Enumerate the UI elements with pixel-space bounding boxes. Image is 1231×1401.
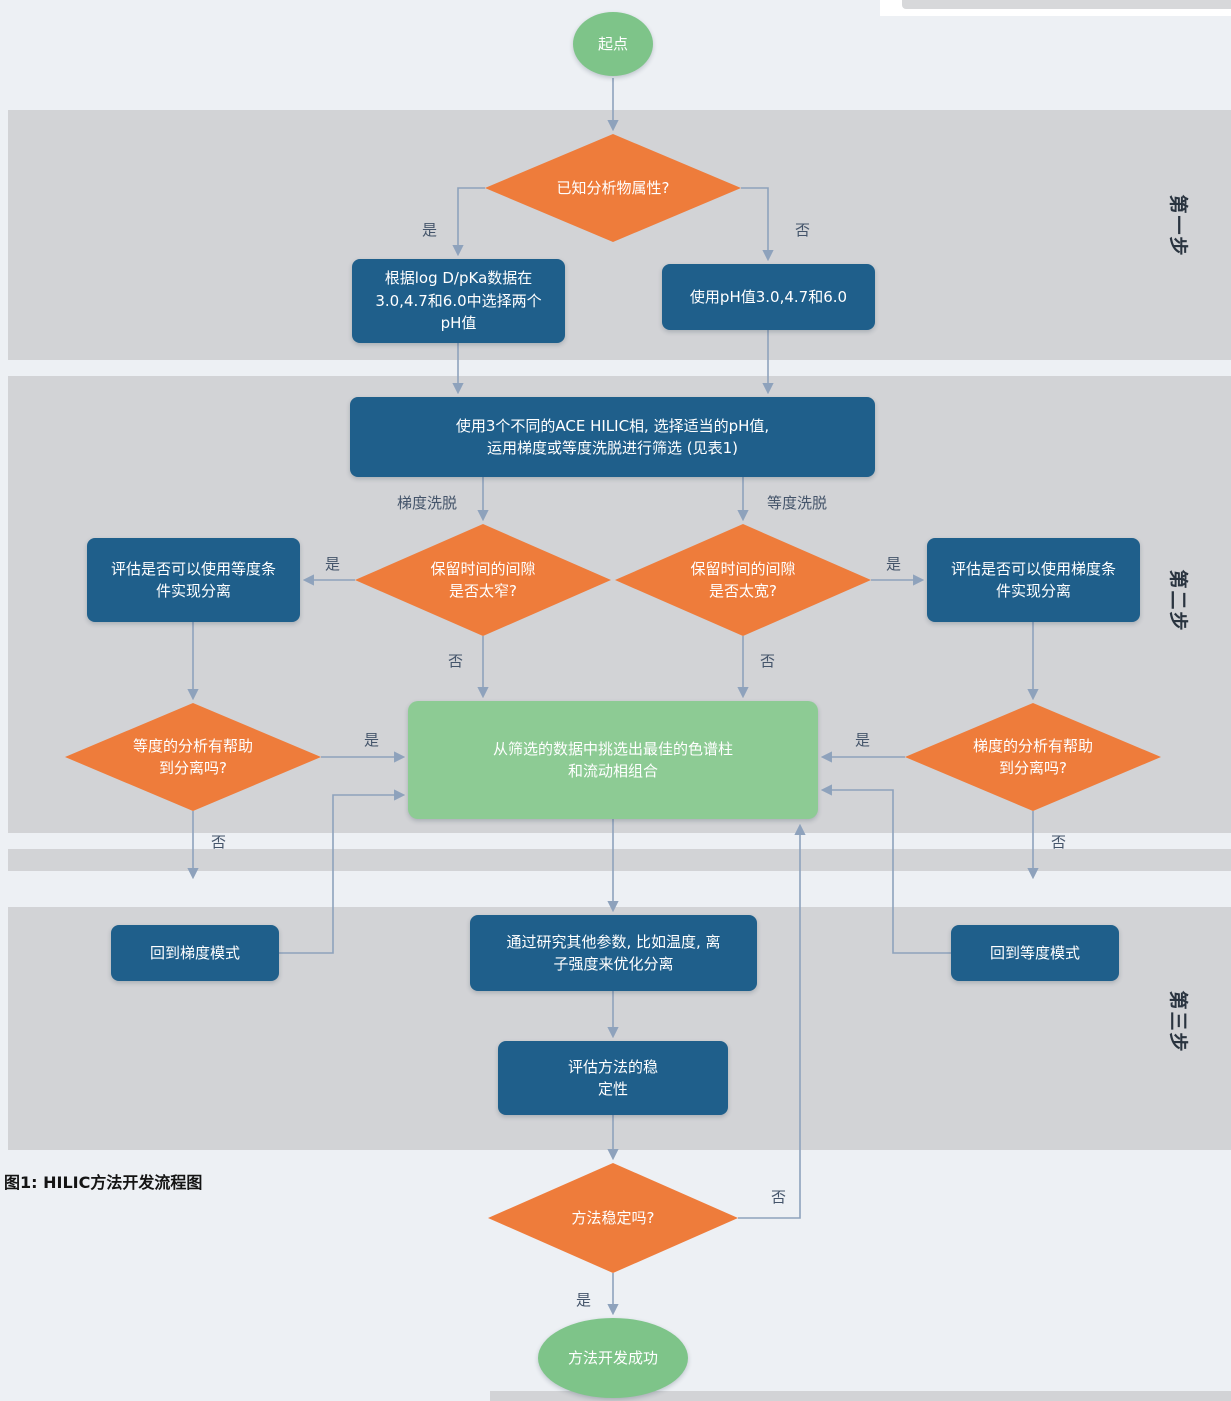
edge-label-no-gap-narrow: 否 — [448, 652, 464, 670]
edge-label-yes-gap-narrow: 是 — [325, 555, 341, 573]
bottom-edge-strip — [490, 1391, 1231, 1401]
separator-band — [8, 849, 1231, 871]
edge-label-yes-gradient-helps: 是 — [855, 731, 871, 749]
edge-label-isocratic-elution: 等度洗脱 — [767, 494, 828, 512]
edge-label-no-method-stable: 否 — [771, 1188, 787, 1206]
edge-label-gradient-elution: 梯度洗脱 — [397, 494, 458, 512]
edge-label-yes-isocratic-helps: 是 — [364, 731, 380, 749]
edge-label-yes-known-properties: 是 — [422, 221, 438, 239]
step-label-1: 第一步 — [1167, 194, 1189, 258]
step-label-3: 第三步 — [1167, 990, 1189, 1054]
edge-label-yes-gap-wide: 是 — [886, 555, 902, 573]
process-screen-hilic-phases: 使用3个不同的ACE HILIC相, 选择适当的pH值, 运用梯度或等度洗脱进行… — [350, 397, 875, 477]
edge-label-no-known-properties: 否 — [795, 221, 811, 239]
start-terminal: 起点 — [573, 12, 653, 76]
edge-label-no-isocratic-helps: 否 — [211, 833, 227, 851]
process-back-to-gradient: 回到梯度模式 — [111, 925, 279, 981]
process-back-to-isocratic: 回到等度模式 — [951, 925, 1119, 981]
process-assess-gradient: 评估是否可以使用梯度条 件实现分离 — [927, 538, 1140, 622]
process-use-ph-values: 使用pH值3.0,4.7和6.0 — [662, 264, 875, 330]
process-select-two-ph: 根据log D/pKa数据在 3.0,4.7和6.0中选择两个 pH值 — [352, 259, 565, 343]
process-pick-best-combo: 从筛选的数据中挑选出最佳的色谱柱 和流动相组合 — [408, 701, 818, 819]
edge-label-no-gradient-helps: 否 — [1051, 833, 1067, 851]
top-right-corner-gray — [902, 0, 1231, 9]
decision-method-stable: 方法稳定吗? — [488, 1163, 738, 1273]
edge-label-yes-method-stable: 是 — [576, 1291, 592, 1309]
process-evaluate-robustness: 评估方法的稳 定性 — [498, 1041, 728, 1115]
process-assess-isocratic: 评估是否可以使用等度条 件实现分离 — [87, 538, 300, 622]
process-optimize-parameters: 通过研究其他参数, 比如温度, 离 子强度来优化分离 — [470, 915, 757, 991]
edge-label-no-gap-wide: 否 — [760, 652, 776, 670]
figure-caption: 图1: HILIC方法开发流程图 — [4, 1173, 203, 1192]
step-label-2: 第二步 — [1167, 569, 1189, 633]
success-terminal: 方法开发成功 — [538, 1318, 688, 1398]
